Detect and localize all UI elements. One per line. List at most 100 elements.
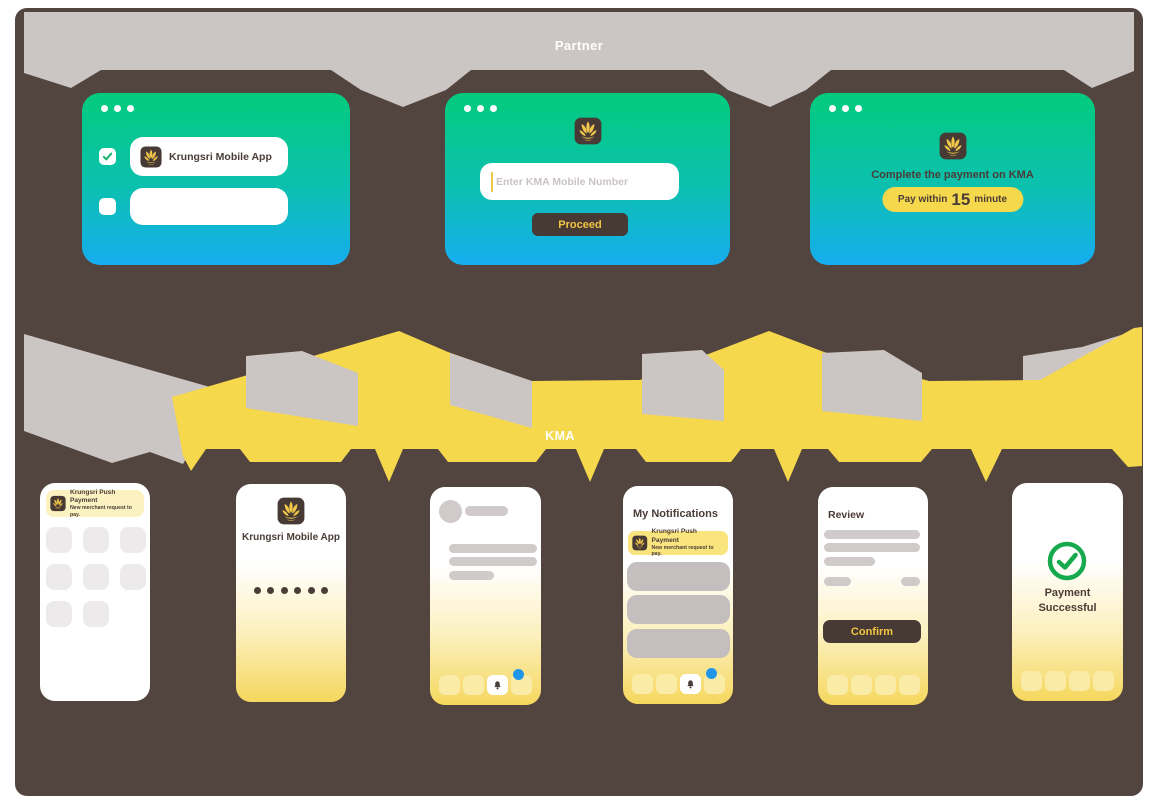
list-item-placeholder[interactable] — [627, 629, 730, 658]
kma-lane-label: KMA — [545, 429, 575, 443]
partner-card-app-selection: Krungsri Mobile App — [82, 93, 350, 265]
phone-review: Review Confirm — [818, 487, 928, 705]
krungsri-logo-icon — [277, 497, 305, 525]
pin-dots-icon — [236, 587, 346, 594]
window-control-dots-icon — [464, 105, 497, 112]
phone-home-push-notification: Krungsri Push Payment New merchant reque… — [40, 483, 150, 701]
krungsri-logo-icon — [632, 535, 648, 551]
pill-minutes-value: 15 — [951, 189, 971, 209]
text-line-placeholder — [824, 543, 920, 552]
kma-mobile-number-input[interactable]: Enter KMA Mobile Number — [480, 163, 679, 200]
nav-item[interactable] — [874, 675, 896, 695]
app-icon-placeholder[interactable] — [46, 564, 72, 590]
bell-icon — [492, 680, 503, 691]
bottom-nav — [818, 675, 928, 695]
window-control-dots-icon — [101, 105, 134, 112]
text-line-placeholder — [824, 557, 875, 566]
partner-ribbon-segment-5 — [822, 350, 922, 421]
phone-kma-login: Krungsri Mobile App — [236, 484, 346, 702]
screen-heading: Review — [828, 509, 865, 521]
nav-item-notifications[interactable] — [679, 674, 701, 694]
nav-item[interactable] — [850, 675, 872, 695]
unread-badge-dot — [706, 668, 717, 679]
checkbox-empty-unchecked[interactable] — [99, 198, 116, 215]
partner-lane-label: Partner — [554, 38, 604, 53]
nav-item[interactable] — [898, 675, 920, 695]
partner-ribbon-segment-2 — [246, 351, 358, 426]
app-icon-placeholder[interactable] — [83, 564, 109, 590]
nav-item[interactable] — [1045, 671, 1066, 691]
screen-heading: My Notifications — [633, 508, 718, 520]
krungsri-logo-icon — [939, 132, 967, 160]
bottom-nav — [623, 674, 733, 694]
nav-item[interactable] — [703, 674, 725, 694]
pill-prefix: Pay within — [897, 194, 948, 205]
nav-item[interactable] — [439, 675, 460, 695]
option-row-krungsri-mobile-app[interactable]: Krungsri Mobile App — [130, 137, 288, 176]
nav-item[interactable] — [631, 674, 653, 694]
avatar — [439, 500, 462, 523]
krungsri-logo-icon — [140, 146, 162, 168]
phone-my-notifications: My Notifications Krungsri Push Payment N… — [623, 486, 733, 704]
success-checkmark-icon — [1047, 541, 1087, 581]
window-control-dots-icon — [829, 105, 862, 112]
bottom-nav — [1012, 671, 1123, 691]
app-name: Krungsri Mobile App — [242, 532, 340, 543]
notification-subtitle: New merchant request to pay. — [651, 544, 714, 558]
app-icon-placeholder[interactable] — [120, 527, 146, 553]
nav-item[interactable] — [655, 674, 677, 694]
success-message-line2: Successful — [1038, 601, 1097, 614]
krungsri-logo-icon — [50, 495, 66, 512]
confirm-button[interactable]: Confirm — [823, 620, 921, 643]
text-line-placeholder — [465, 506, 508, 516]
nav-item-notifications[interactable] — [487, 675, 508, 695]
list-item-placeholder[interactable] — [627, 562, 730, 591]
list-item-placeholder[interactable] — [627, 595, 730, 624]
label-line-placeholder — [824, 577, 851, 586]
push-notification-item[interactable]: Krungsri Push Payment New merchant reque… — [628, 528, 728, 558]
input-caret-icon — [491, 171, 493, 192]
checkbox-kma-checked[interactable] — [99, 148, 116, 165]
app-icon-placeholder[interactable] — [120, 564, 146, 590]
partner-lane-band — [24, 12, 1134, 107]
partner-card-payment-instruction: Complete the payment on KMA Pay within 1… — [810, 93, 1095, 265]
option-row-empty[interactable] — [130, 188, 288, 225]
text-line-placeholder — [449, 571, 494, 580]
value-line-placeholder — [901, 577, 920, 586]
bottom-nav — [430, 675, 541, 695]
instruction-text: Complete the payment on KMA — [871, 169, 1034, 181]
app-icon-placeholder[interactable] — [46, 527, 72, 553]
push-notification-banner[interactable]: Krungsri Push Payment New merchant reque… — [46, 488, 144, 518]
nav-item[interactable] — [1069, 671, 1090, 691]
partner-ribbon-segment-3 — [450, 353, 532, 428]
text-line-placeholder — [824, 530, 920, 539]
nav-item[interactable] — [1093, 671, 1114, 691]
success-message-line1: Payment — [1044, 587, 1091, 599]
app-icon-placeholder[interactable] — [46, 601, 72, 627]
notification-title: Krungsri Push Payment — [651, 528, 697, 544]
app-grid — [46, 527, 146, 627]
nav-item[interactable] — [511, 675, 532, 695]
app-icon-placeholder[interactable] — [83, 527, 109, 553]
option-label: Krungsri Mobile App — [169, 150, 272, 163]
checkmark-icon — [102, 152, 113, 161]
nav-item[interactable] — [1021, 671, 1042, 691]
partner-ribbon-segment-1 — [24, 334, 224, 464]
bell-icon — [685, 679, 696, 690]
success-message: Payment Successful — [1012, 586, 1123, 616]
notification-title: Krungsri Push Payment — [69, 488, 116, 504]
partner-ribbon-segment-4 — [642, 350, 724, 421]
app-icon-placeholder[interactable] — [83, 601, 109, 627]
phone-payment-success: Payment Successful — [1012, 483, 1123, 701]
input-placeholder: Enter KMA Mobile Number — [496, 175, 629, 188]
nav-item[interactable] — [463, 675, 484, 695]
nav-item[interactable] — [826, 675, 848, 695]
text-line-placeholder — [449, 557, 537, 566]
phone-kma-home — [430, 487, 541, 705]
notification-subtitle: New merchant request to pay. — [69, 505, 132, 518]
proceed-button[interactable]: Proceed — [532, 213, 628, 236]
unread-badge-dot — [513, 669, 524, 680]
krungsri-logo-icon — [574, 117, 602, 145]
